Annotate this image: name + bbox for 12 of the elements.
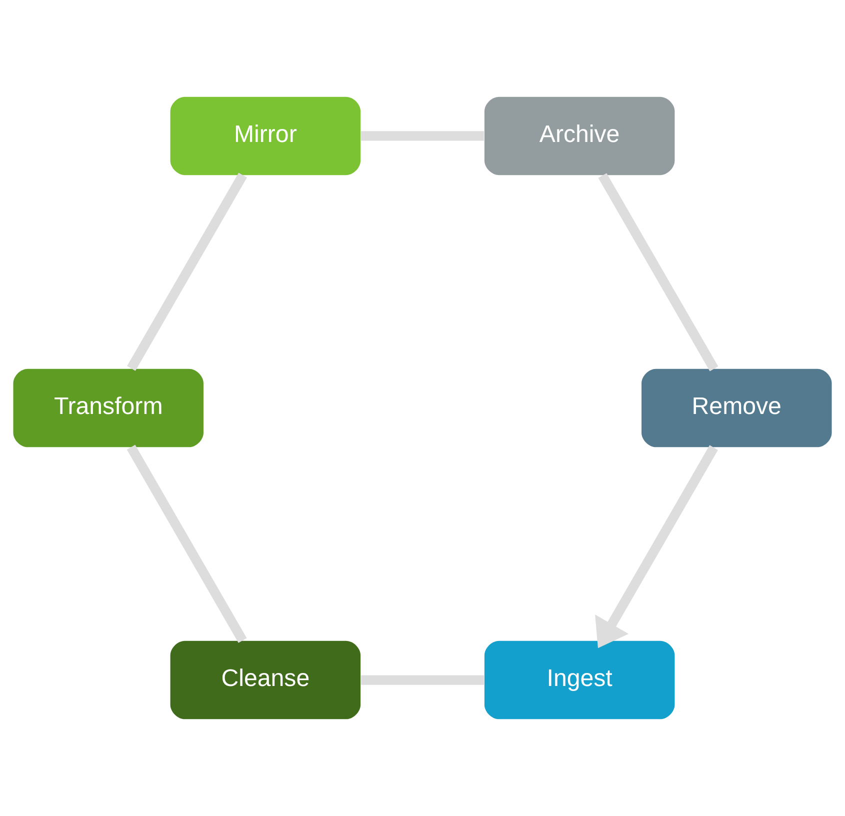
- node-box: Cleanse: [170, 640, 361, 720]
- connector: [126, 444, 247, 643]
- connector: [361, 675, 484, 685]
- node-box: Mirror: [170, 96, 361, 176]
- node-box: Ingest: [484, 640, 675, 720]
- connector: [360, 131, 484, 141]
- connector: [127, 172, 247, 371]
- arrow: [595, 445, 718, 648]
- node-box: Transform: [13, 368, 204, 448]
- connector: [598, 173, 718, 372]
- node-box: Remove: [642, 368, 832, 448]
- node-box: Archive: [484, 96, 675, 176]
